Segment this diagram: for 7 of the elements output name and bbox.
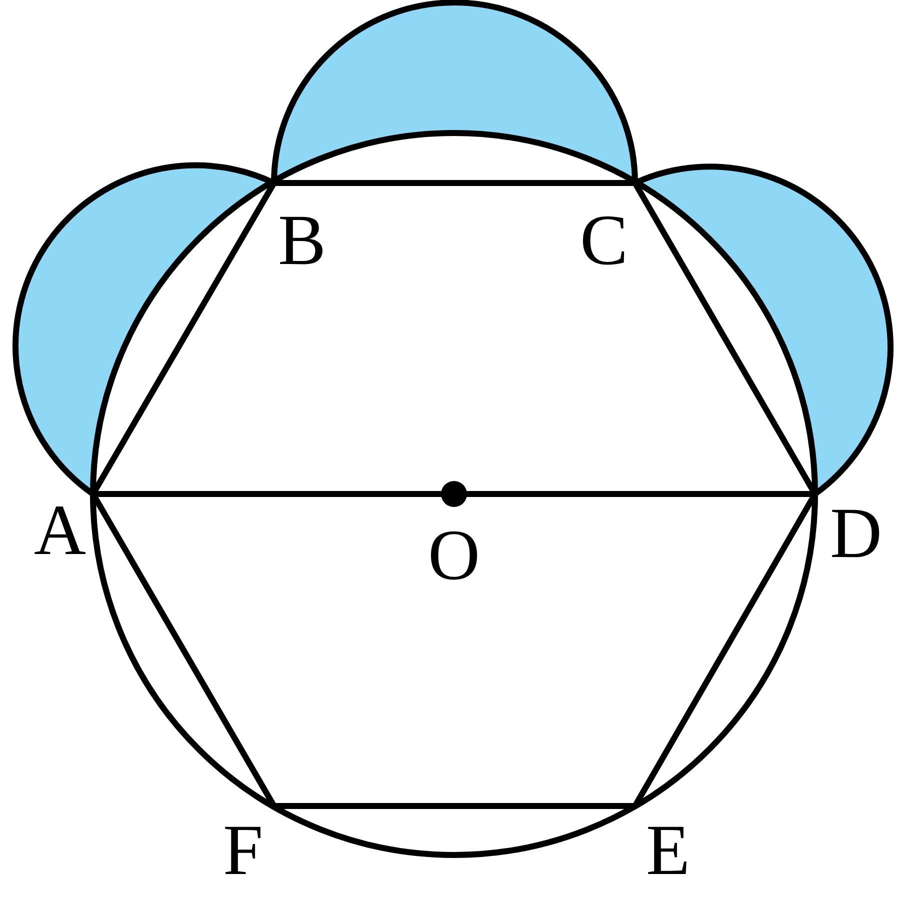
point-label: C <box>580 204 628 276</box>
point-label: A <box>34 494 86 566</box>
point-label: F <box>222 814 264 886</box>
point-label: D <box>830 497 882 569</box>
point-label: B <box>278 204 326 276</box>
point-label: E <box>646 814 690 886</box>
point-label: O <box>428 519 480 591</box>
